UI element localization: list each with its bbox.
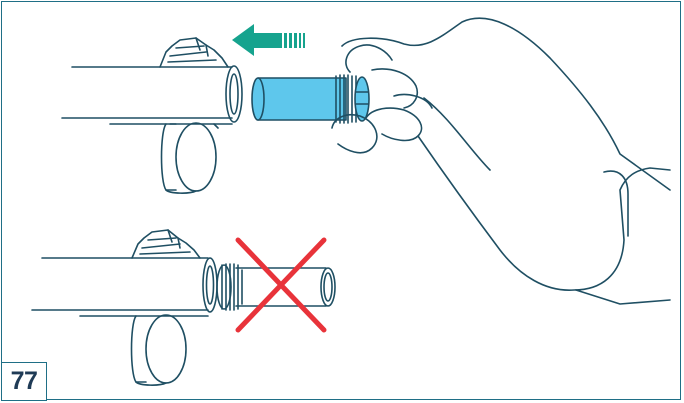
lower-barrel [32, 230, 217, 385]
insert-direction-arrow-icon [232, 24, 305, 56]
hand [332, 18, 670, 304]
wrong-choke-cross-icon [238, 240, 324, 330]
step-number-box: 77 [1, 362, 47, 401]
choke-tube-insert-icon [252, 75, 369, 123]
step-number: 77 [11, 367, 38, 396]
upper-barrel [62, 38, 242, 193]
